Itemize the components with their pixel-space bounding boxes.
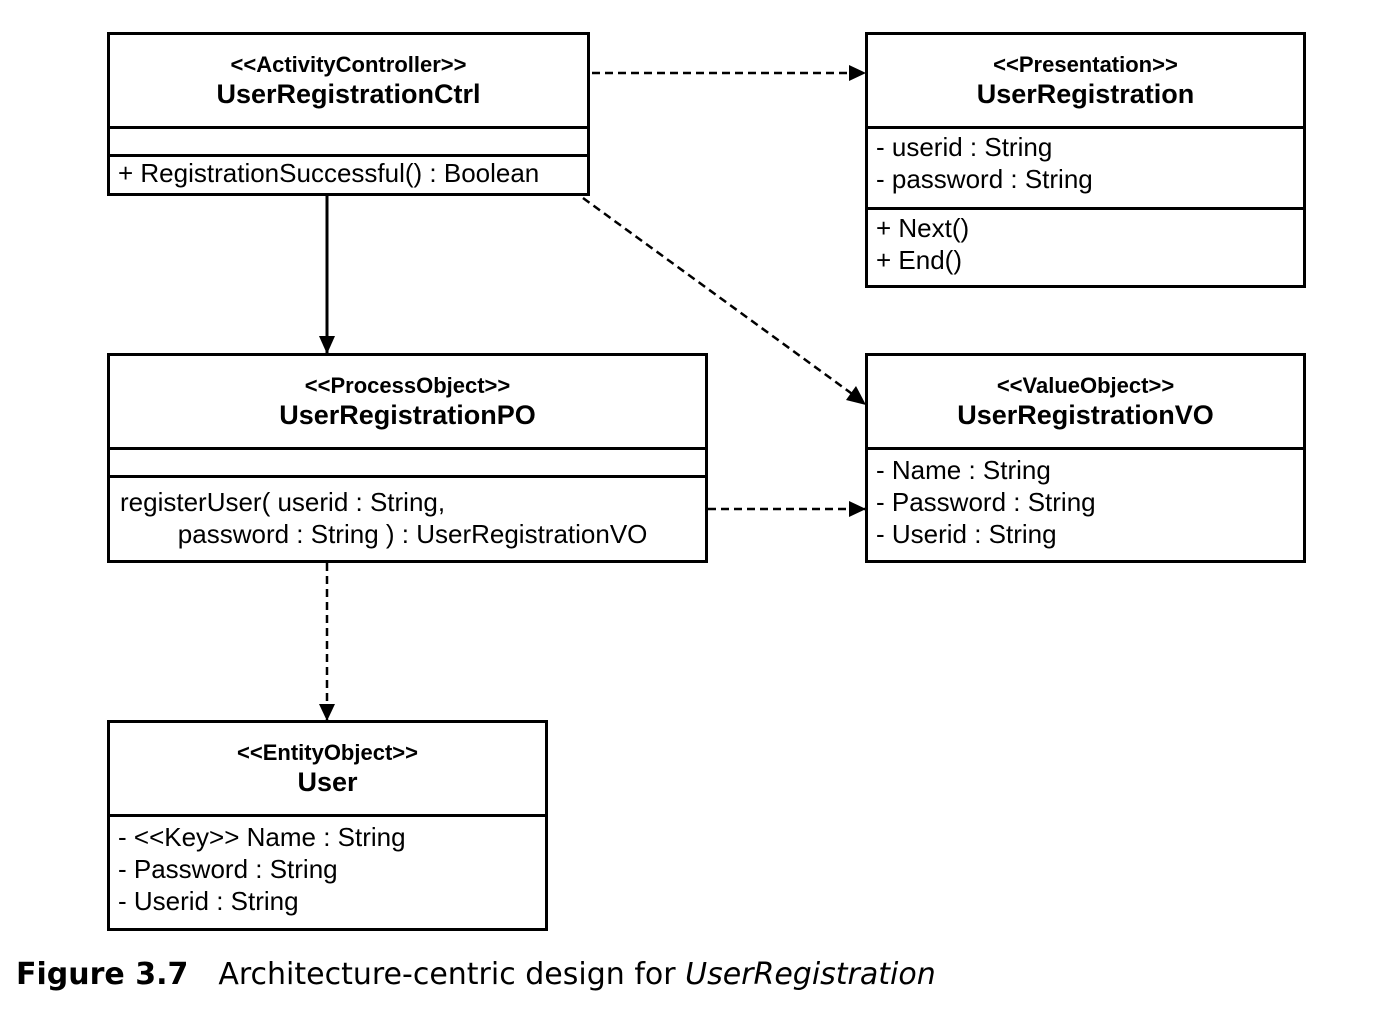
class-name: UserRegistrationPO [279,399,536,430]
relation-ctrl-to-vo [582,196,867,406]
operation-row: registerUser( userid : String, [120,487,446,517]
caption-target: UserRegistration [685,957,936,992]
stereotype-label: <<ActivityController>> [230,51,467,77]
class-user-registration-ctrl: <<ActivityController>> UserRegistrationC… [107,32,590,196]
attribute-row: - <<Key>> Name : String [118,822,406,852]
attributes-compartment: - <<Key>> Name : String - Password : Str… [110,817,545,919]
attribute-row: - Userid : String [118,886,299,916]
arrowhead-ctrl-to-vo [846,386,866,405]
arrowhead-po-to-entity [319,704,335,721]
attributes-compartment [110,129,587,157]
operation-row: password : String ) : UserRegistrationVO [120,519,648,549]
attribute-row: - Password : String [118,854,338,884]
operation-row: + End() [876,245,962,275]
class-name: UserRegistration [976,78,1195,109]
class-name: User [297,766,358,797]
operations-compartment: registerUser( userid : String, password … [110,478,705,552]
arrowhead-ctrl-to-po [319,336,335,354]
figure-number: Figure 3.7 [16,957,189,992]
arrowhead-po-to-vo [849,501,866,517]
attributes-compartment: - userid : String - password : String [868,129,1303,210]
arrowhead-ctrl-to-presentation [849,65,866,81]
operations-compartment: + RegistrationSuccessful() : Boolean [110,157,587,191]
caption-text: Architecture-centric design for [218,957,686,992]
class-header: <<ActivityController>> UserRegistrationC… [110,35,587,129]
stereotype-label: <<ProcessObject>> [304,372,511,398]
operations-compartment: + Next() + End() [868,210,1303,278]
class-user-registration-vo: <<ValueObject>> UserRegistrationVO - Nam… [865,353,1306,563]
stereotype-label: <<ValueObject>> [996,372,1175,398]
class-header: <<ProcessObject>> UserRegistrationPO [110,356,705,450]
class-header: <<ValueObject>> UserRegistrationVO [868,356,1303,450]
attribute-row: - Name : String [876,455,1051,485]
attribute-row: - password : String [876,164,1093,194]
class-header: <<EntityObject>> User [110,723,545,817]
stereotype-label: <<EntityObject>> [237,739,418,765]
attributes-compartment [110,450,705,478]
stereotype-label: <<Presentation>> [993,51,1178,77]
class-user: <<EntityObject>> User - <<Key>> Name : S… [107,720,548,931]
class-user-registration: <<Presentation>> UserRegistration - user… [865,32,1306,288]
attribute-row: - userid : String [876,132,1053,162]
class-name: UserRegistrationVO [957,399,1214,430]
attribute-row: - Userid : String [876,519,1057,549]
class-user-registration-po: <<ProcessObject>> UserRegistrationPO reg… [107,353,708,563]
operation-row: + Next() [876,213,970,243]
attribute-row: - Password : String [876,487,1096,517]
class-header: <<Presentation>> UserRegistration [868,35,1303,129]
figure-caption: Figure 3.7 Architecture-centric design fo… [16,955,936,995]
class-name: UserRegistrationCtrl [216,78,481,109]
operation-row: + RegistrationSuccessful() : Boolean [118,158,540,188]
attributes-compartment: - Name : String - Password : String - Us… [868,450,1303,552]
